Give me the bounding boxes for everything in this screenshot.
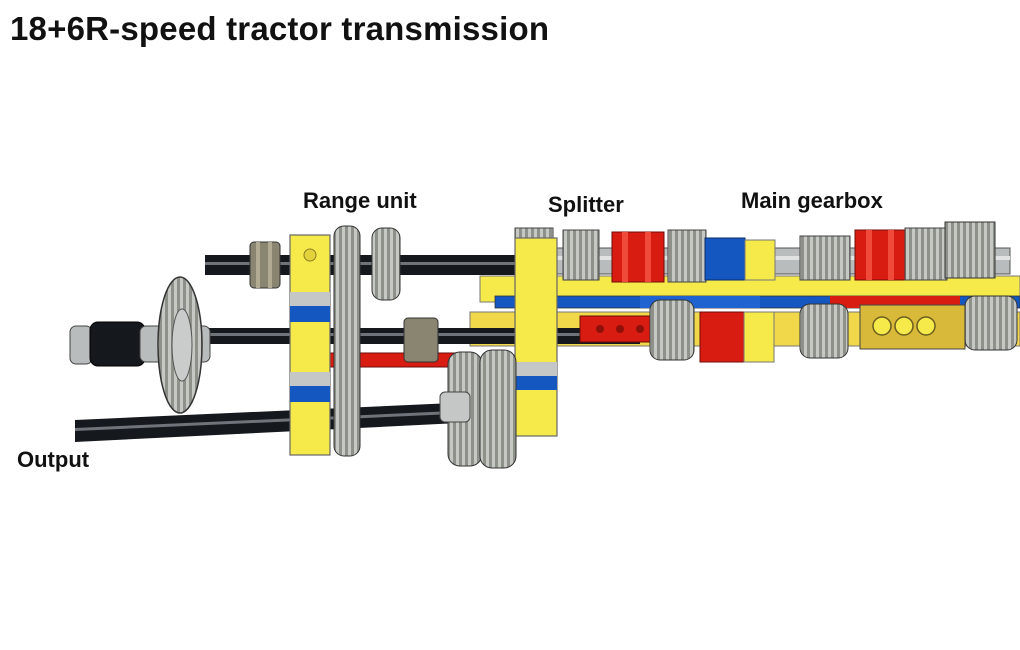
output-bevel-gear <box>157 276 203 414</box>
range-unit-label: Range unit <box>303 188 417 213</box>
page-title: 18+6R-speed tractor transmission <box>10 10 550 47</box>
splitter-label: Splitter <box>548 192 624 217</box>
range-unit-frame <box>289 234 331 456</box>
red-frame-beam <box>329 311 775 368</box>
lower-gearbox-gears <box>649 295 1018 361</box>
main-gearbox-gears <box>514 221 996 283</box>
top-shaft-small-gear <box>249 241 281 289</box>
range-unit-gears <box>333 225 439 457</box>
splitter-frame <box>439 237 558 469</box>
output-label: Output <box>17 447 90 472</box>
main-gearbox-label: Main gearbox <box>741 188 883 213</box>
